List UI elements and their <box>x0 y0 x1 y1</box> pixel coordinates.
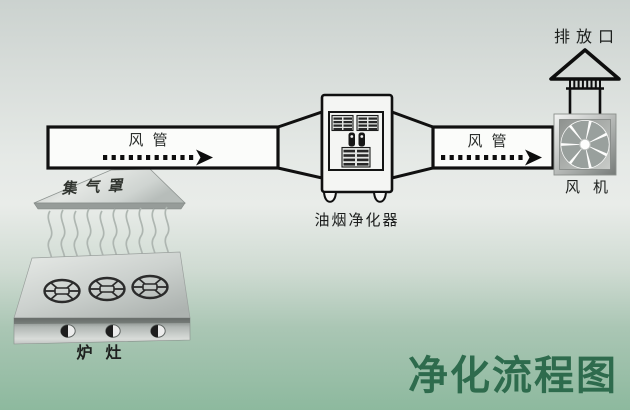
stove-label: 炉灶 <box>76 345 135 362</box>
duct-left-label: 风管 <box>128 132 177 149</box>
purifier-unit <box>276 93 435 203</box>
fan-label: 风机 <box>565 179 622 196</box>
duct-right-label: 风管 <box>467 133 516 150</box>
page-title: 净化流程图 <box>408 354 618 398</box>
vent-grille-icon <box>331 114 379 132</box>
fan-blades-icon <box>561 120 609 169</box>
duct-right <box>431 125 555 170</box>
outlet-label: 排放口 <box>553 29 620 46</box>
collection-hood <box>33 168 186 210</box>
burner-icon <box>43 274 169 304</box>
flow-arrow-icon <box>441 149 542 166</box>
fan-unit <box>553 113 617 176</box>
lower-grille-icon <box>341 146 371 168</box>
purifier-label: 油烟净化器 <box>314 212 400 229</box>
switch-icon <box>348 132 365 147</box>
stove-knob-icon <box>60 324 166 338</box>
flow-arrow-icon <box>103 149 213 166</box>
exhaust-outlet <box>549 48 621 115</box>
stove <box>13 251 191 345</box>
duct-left <box>46 125 280 170</box>
